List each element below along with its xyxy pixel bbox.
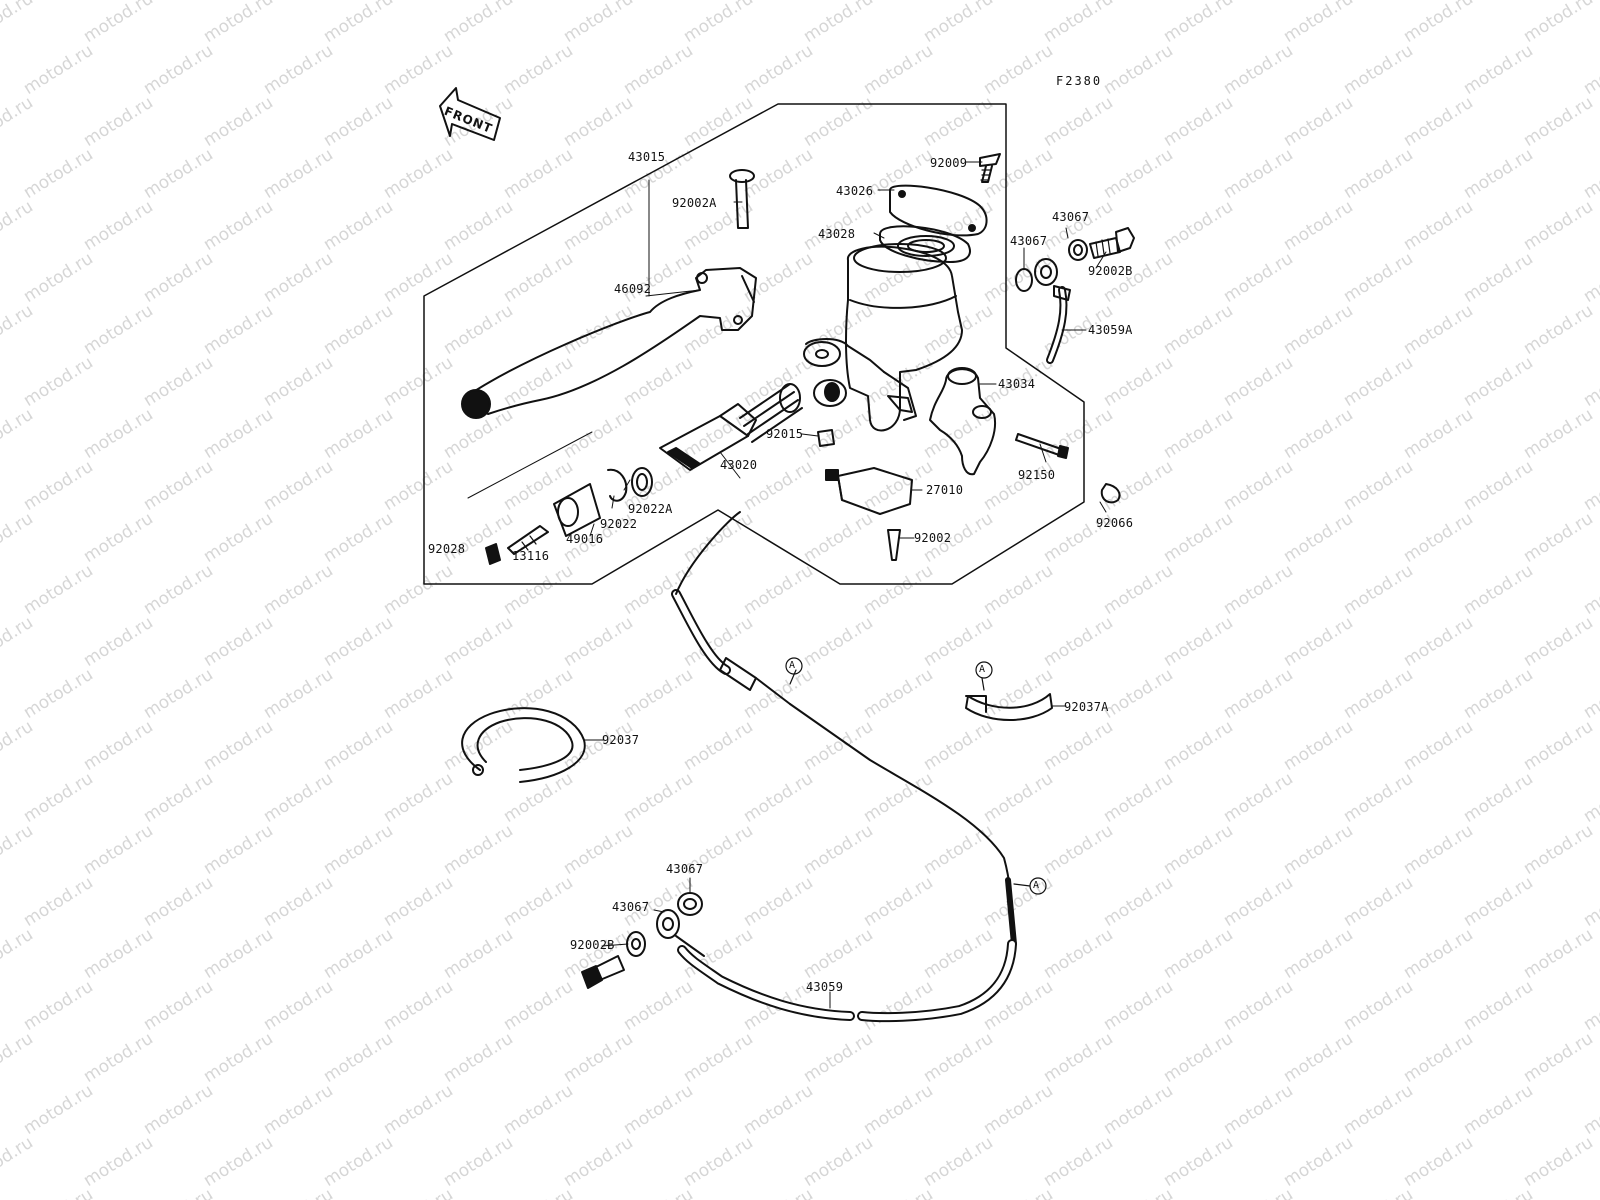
connector-marker-circles: [785, 657, 1047, 895]
nut-92015: [817, 429, 835, 447]
pivot-nut: [485, 543, 501, 565]
connector-marker-a-1: A: [789, 660, 796, 671]
figure-code: F2380: [1056, 74, 1103, 88]
piston-leader: [719, 451, 741, 479]
part-label-92037: 92037: [602, 733, 640, 747]
hose-clip: [965, 693, 1053, 721]
part-label-13116: 13116: [512, 549, 550, 563]
part-label-43067-mid: 43067: [1010, 234, 1048, 248]
banjo-washers-top: [1015, 227, 1135, 292]
part-label-43067-top: 43067: [1052, 210, 1090, 224]
part-label-92066: 92066: [1096, 516, 1134, 530]
upper-hose: [1046, 285, 1071, 364]
part-label-92150: 92150: [1018, 468, 1056, 482]
piston-spring: [739, 383, 803, 443]
part-label-43059a: 43059A: [1088, 323, 1133, 337]
part-label-92002b-top: 92002B: [1088, 264, 1133, 278]
part-label-92002: 92002: [914, 531, 952, 545]
reservoir-cap: [889, 184, 988, 237]
part-label-92002a: 92002A: [672, 196, 717, 210]
part-label-49016: 49016: [566, 532, 604, 546]
part-label-43015: 43015: [628, 150, 666, 164]
part-label-92028: 92028: [428, 542, 466, 556]
part-label-92015: 92015: [766, 427, 804, 441]
clutch-hose-lower: [671, 589, 1017, 1023]
assembly-outline: [423, 103, 1085, 585]
screw-92009: [979, 153, 1001, 183]
part-label-27010: 27010: [926, 483, 964, 497]
clutch-switch: [825, 467, 913, 515]
dust-boot: [553, 483, 601, 537]
pivot-bolt: [729, 169, 755, 229]
bolt-cap: [1100, 483, 1121, 504]
front-arrow-icon: [439, 87, 501, 141]
clamp-bolt: [1015, 433, 1069, 459]
part-label-43026: 43026: [836, 184, 874, 198]
handlebar-clamp: [929, 367, 996, 476]
hose-band: [461, 707, 586, 783]
banjo-washers-bottom: [581, 892, 705, 989]
part-label-92037a: 92037A: [1064, 700, 1109, 714]
connector-marker-a-2: A: [979, 664, 986, 675]
master-cylinder-body: [803, 243, 963, 432]
part-label-92009: 92009: [930, 156, 968, 170]
part-label-43059: 43059: [806, 980, 844, 994]
piston: [659, 403, 757, 471]
clutch-lever: [461, 267, 757, 419]
part-label-43028: 43028: [818, 227, 856, 241]
part-label-46092: 46092: [614, 282, 652, 296]
connector-marker-a-3: A: [1033, 880, 1040, 891]
part-label-92022a: 92022A: [628, 502, 673, 516]
circlip-and-washer: [607, 467, 653, 502]
leader-lines: [467, 161, 1107, 1009]
switch-screw: [887, 529, 901, 561]
part-label-43067-bottom-2: 43067: [612, 900, 650, 914]
part-label-43020: 43020: [720, 458, 758, 472]
part-label-92002b-bottom: 92002B: [570, 938, 615, 952]
part-label-43034: 43034: [998, 377, 1036, 391]
push-rod: [507, 525, 549, 555]
part-label-92022: 92022: [600, 517, 638, 531]
part-label-43067-bottom-1: 43067: [666, 862, 704, 876]
reservoir-diaphragm: [879, 225, 971, 263]
hose-top-loop: [675, 511, 741, 595]
